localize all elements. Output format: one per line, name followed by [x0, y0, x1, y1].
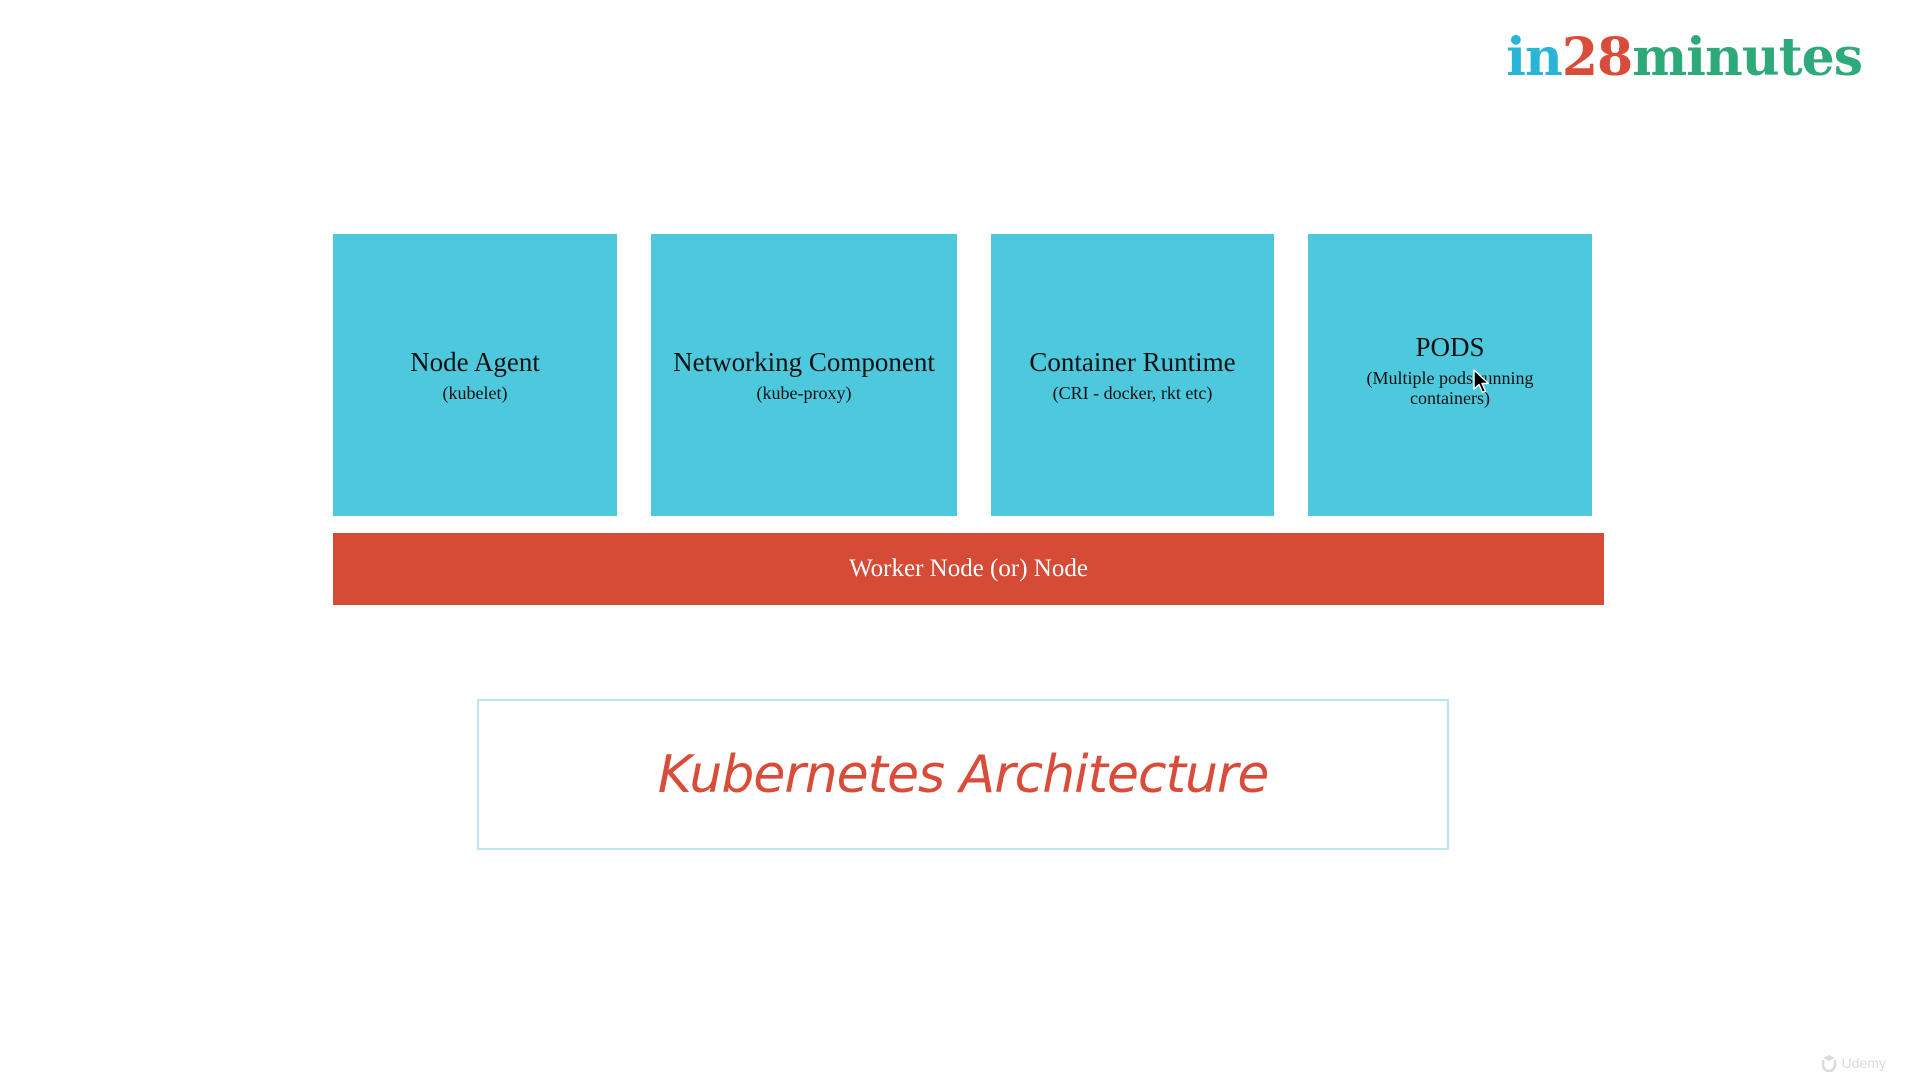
node-agent-subtitle: (kubelet) [442, 382, 508, 403]
container-runtime-subtitle: (CRI - docker, rkt etc) [1052, 382, 1213, 403]
caption-box: Kubernetes Architecture [477, 699, 1449, 850]
logo-part-in: in [1506, 27, 1563, 88]
udemy-logo-icon [1821, 1055, 1836, 1072]
worker-node-label: Worker Node (or) Node [849, 555, 1088, 582]
container-runtime-box: Container Runtime (CRI - docker, rkt etc… [991, 234, 1274, 516]
caption-title: Kubernetes Architecture [657, 744, 1270, 805]
pods-box: PODS (Multiple pods running containers) [1308, 234, 1592, 516]
mouse-pointer-icon [1473, 369, 1490, 394]
udemy-watermark: Udemy [1820, 1054, 1886, 1072]
node-agent-title: Node Agent [410, 347, 540, 378]
worker-node-bar: Worker Node (or) Node [333, 533, 1604, 605]
in28minutes-logo: in28minutes [1506, 32, 1863, 84]
networking-component-subtitle: (kube-proxy) [756, 382, 852, 403]
udemy-text: Udemy [1841, 1055, 1886, 1071]
node-agent-box: Node Agent (kubelet) [333, 234, 617, 516]
pods-title: PODS [1415, 332, 1485, 363]
pods-subtitle: (Multiple pods running containers) [1366, 367, 1534, 409]
logo-part-minutes: minutes [1632, 27, 1863, 88]
networking-component-title: Networking Component [673, 347, 935, 378]
container-runtime-title: Container Runtime [1029, 347, 1236, 378]
networking-component-box: Networking Component (kube-proxy) [651, 234, 957, 516]
logo-part-28: 28 [1561, 27, 1633, 88]
